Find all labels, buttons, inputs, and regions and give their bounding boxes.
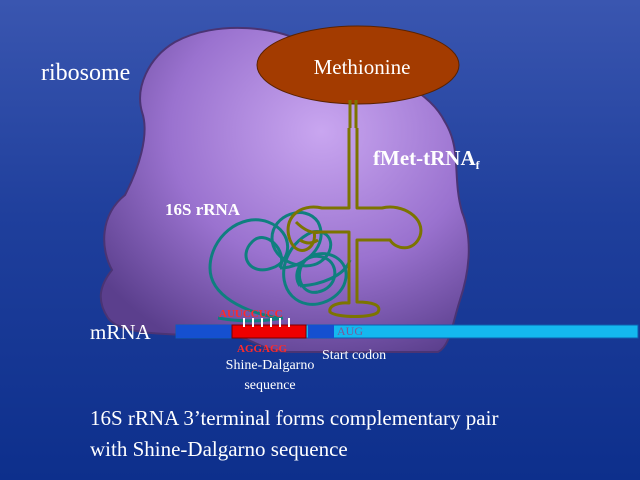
base-pair-ticks: [243, 318, 290, 327]
trna-structure: [286, 100, 423, 318]
start-codon-label: Start codon: [322, 348, 386, 363]
trna-label-main: fMet-tRNA: [373, 146, 476, 170]
mrna-upstream-strip: [308, 325, 334, 338]
codon-label: AUG: [337, 324, 363, 338]
mrna-label: mRNA: [90, 320, 152, 344]
caption-line1: 16S rRNA 3’terminal forms complementary …: [90, 406, 498, 430]
caption-line2: with Shine-Dalgarno sequence: [90, 437, 348, 461]
rrna-sequence: AUUCCUCC: [219, 308, 283, 320]
rrna-label: 16S rRNA: [165, 200, 241, 219]
shine-dalgarno-box: [231, 324, 307, 339]
methionine-ellipse: [256, 25, 460, 105]
sd-label-line2: sequence: [244, 378, 295, 393]
methionine-label: Methionine: [314, 55, 411, 79]
sd-label-line1: Shine-Dalgarno: [226, 358, 315, 373]
trna-label-sub: f: [476, 158, 481, 172]
ribosome-label: ribosome: [41, 60, 130, 86]
mrna-dark-strip: [176, 325, 238, 338]
trna-label: fMet-tRNAf: [373, 146, 481, 172]
rrna-loops: [208, 211, 352, 323]
sd-sequence: AGGAGG: [237, 343, 288, 355]
